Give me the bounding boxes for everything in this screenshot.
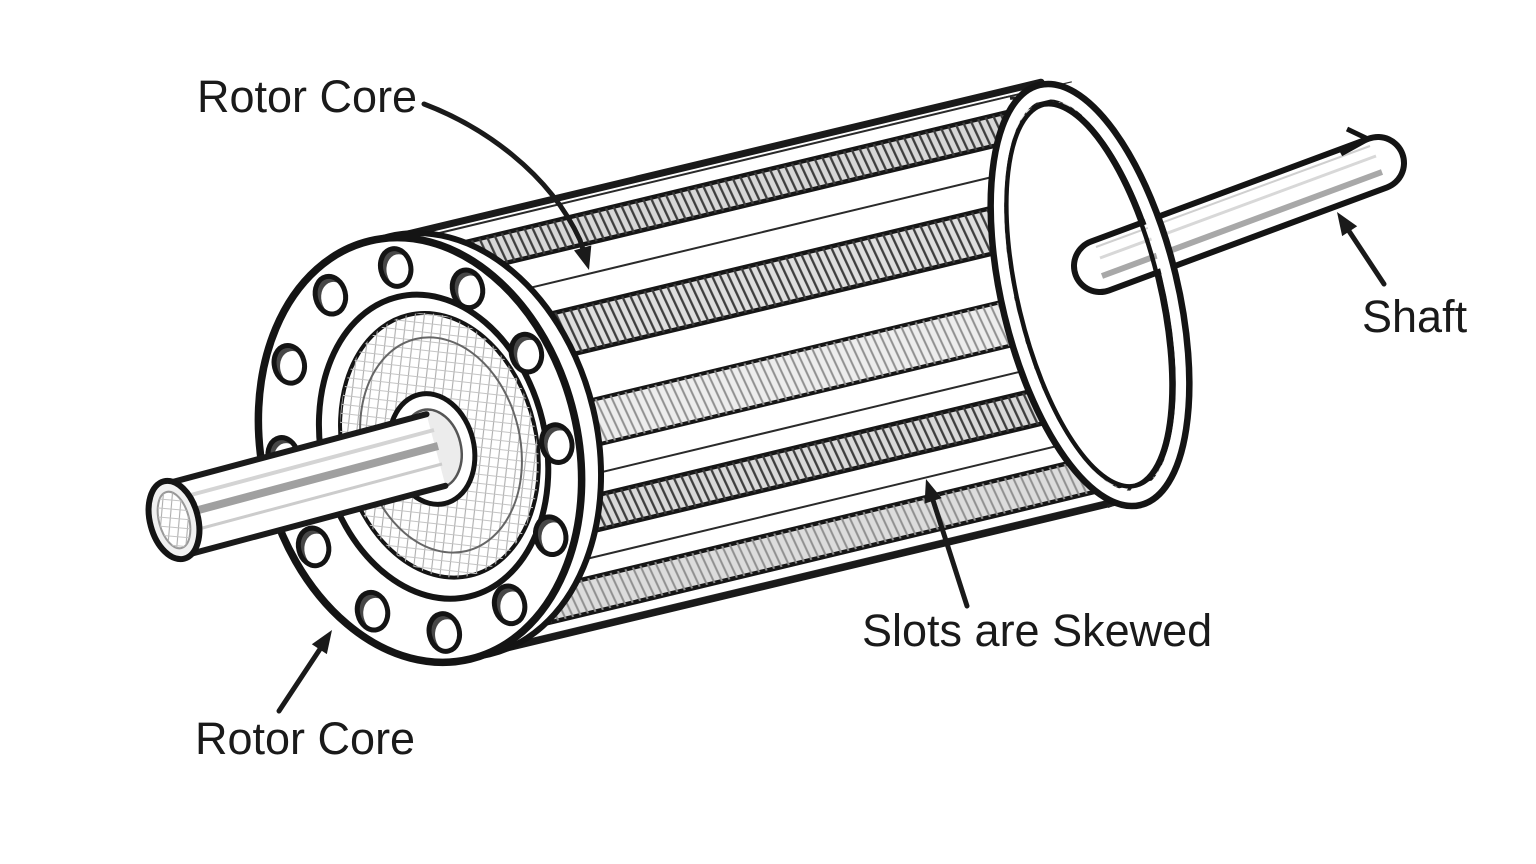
- end-ring-inner-edge: [1043, 101, 1174, 488]
- leader-rotor-core-bottom: [276, 630, 332, 714]
- label-rotor-core-bottom: Rotor Core: [195, 713, 415, 764]
- shaft-shading: [1100, 169, 1384, 279]
- end-ring: [987, 80, 1193, 510]
- label-slots-skewed: Slots are Skewed: [862, 605, 1212, 656]
- end-ring-outer-edge: [987, 80, 1193, 510]
- cylinder-bottom-edge: [485, 492, 1144, 656]
- shaft-shading: [174, 442, 440, 520]
- shaft-left: [145, 411, 449, 563]
- label-rotor-core-top: Rotor Core: [197, 71, 417, 122]
- shaft-break-mark: [1339, 126, 1374, 157]
- end-ring-band: [989, 84, 1191, 506]
- arrowhead-icon: [1337, 212, 1358, 237]
- label-shaft: Shaft: [1362, 291, 1468, 342]
- leader-slots-skewed: [924, 479, 970, 609]
- shaft-end-cap-hatching: [157, 491, 191, 549]
- leader-shaft: [1337, 212, 1387, 287]
- arrowhead-icon: [924, 479, 942, 504]
- shaft-top-edge: [161, 411, 430, 488]
- cylinder-top-edge: [386, 78, 1045, 242]
- arrowhead-icon: [574, 245, 592, 270]
- shaft-bottom-edge: [180, 482, 449, 559]
- arrowhead-icon: [311, 630, 332, 655]
- leader-rotor-core-top: [421, 101, 592, 270]
